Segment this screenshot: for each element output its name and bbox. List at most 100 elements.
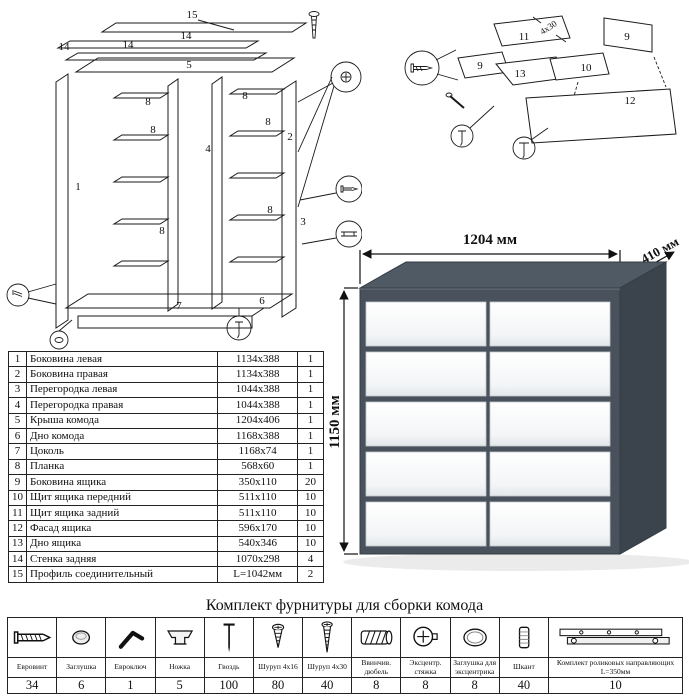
part-size: 1044x388: [217, 397, 299, 414]
drawer-exploded-diagram: 11 4x30 9 9 13 10 12: [404, 15, 677, 160]
leg-icon: [166, 630, 193, 645]
part-qty: 20: [297, 474, 324, 491]
part-number: 1: [8, 350, 27, 368]
nail-icon: [221, 623, 236, 654]
parts-table: 1 Боковина левая 1134x388 1 2 Боковина п…: [8, 350, 324, 583]
cam-lock-icon: [340, 71, 352, 83]
parts-table-row: 15 Профиль соединительный L=1042мм 2: [8, 566, 324, 583]
part-name: Перегородка левая: [25, 381, 219, 399]
screw-4x30-cell: [302, 617, 353, 658]
parts-table-row: 3 Перегородка левая 1044x388 1: [8, 381, 324, 399]
hardware-item-qty: 80: [252, 677, 304, 694]
drawer-callouts: [404, 16, 667, 160]
part-size: 1070x298: [217, 551, 299, 568]
part-name: Щит ящика задний: [25, 504, 219, 522]
hardware-item-qty: 6: [56, 677, 107, 694]
hardware-item-name: Ввинчив. дюбель: [351, 657, 402, 678]
part-label: 5: [186, 59, 192, 71]
cam-cover-cell: [449, 617, 500, 658]
cam-lock-icon: [413, 626, 439, 647]
drawer-front: [489, 351, 611, 397]
chest-side-panel: [619, 261, 667, 555]
hardware-item-name: Эксцентр. стяжка: [400, 657, 451, 678]
screw-4x30-icon: [321, 621, 333, 653]
hardware-kit-title: Комплект фурнитуры для сборки комода: [205, 597, 484, 614]
wood-dowel-cell: [498, 617, 550, 658]
parts-table-body: 1 Боковина левая 1134x388 1 2 Боковина п…: [8, 350, 324, 583]
hardware-item-name: Ножка: [154, 657, 205, 678]
part-label: 8: [267, 204, 273, 216]
part-name: Перегородка правая: [25, 397, 219, 414]
part-number: 11: [8, 504, 27, 522]
hardware-item-name: Евровинт: [6, 657, 58, 678]
part-size: 350x110: [217, 474, 299, 491]
part-size: 511x110: [217, 504, 299, 522]
drawer-fronts: [365, 301, 611, 547]
part-label: 2: [287, 131, 293, 143]
floor-shadow: [343, 553, 689, 571]
part-name: Планка: [25, 458, 219, 476]
part-number: 14: [8, 551, 27, 568]
part-qty: 10: [297, 535, 324, 553]
drawer-front: [365, 501, 487, 547]
part-label: 6: [259, 295, 265, 307]
height-dimension-label: 1150 мм: [328, 395, 343, 448]
screw-4x16-cell: [252, 617, 304, 658]
part-number: 2: [8, 366, 27, 383]
roller-guides-icon: [559, 628, 670, 645]
screw-icon: [235, 321, 243, 339]
part-name: Стенка задняя: [25, 551, 219, 568]
part-label: 15: [187, 9, 199, 21]
part-name: Боковина левая: [25, 350, 219, 368]
part-size: 540x346: [217, 535, 299, 553]
leg-cell: [154, 617, 205, 658]
parts-table-row: 4 Перегородка правая 1044x388 1: [8, 397, 324, 414]
part-label: 8: [150, 124, 156, 136]
roller-guides-cell: [548, 617, 683, 658]
part-name: Дно ящика: [25, 535, 219, 553]
plug-cell: [56, 617, 107, 658]
cam-cover-icon: [462, 628, 487, 647]
product-image: 1204 мм 410 мм 1150 мм: [328, 232, 689, 571]
part-qty: 1: [297, 443, 324, 460]
drawer-front: [365, 401, 487, 447]
hardware-item-qty: 5: [154, 677, 205, 694]
part-size: 1204x406: [217, 412, 299, 429]
drawer-front: [489, 501, 611, 547]
part-name: Боковина правая: [25, 366, 219, 383]
part-label: 14: [59, 41, 71, 53]
part-qty: 10: [297, 504, 324, 522]
part-qty: 1: [297, 350, 324, 368]
hardware-item-qty: 40: [498, 677, 550, 694]
part-label: 8: [242, 90, 248, 102]
hardware-item-name: Шкант: [498, 657, 550, 678]
part-name: Цоколь: [25, 443, 219, 460]
part-size: 511x110: [217, 489, 299, 506]
part-number: 15: [8, 566, 27, 583]
part-number: 8: [8, 458, 27, 476]
nail-icon: [519, 142, 529, 159]
carcass-line-art: [55, 19, 308, 329]
wood-dowel-icon: [518, 626, 530, 649]
drawer-front: [365, 301, 487, 347]
part-number: 13: [8, 535, 27, 553]
part-size: 1168x74: [217, 443, 299, 460]
part-name: Фасад ящика: [25, 520, 219, 537]
part-number: 7: [8, 443, 27, 460]
part-size: 1134x388: [217, 366, 299, 383]
parts-table-row: 1 Боковина левая 1134x388 1: [8, 350, 324, 368]
part-number: 4: [8, 397, 27, 414]
plug-icon: [72, 630, 91, 645]
hardware-item-qty: 100: [203, 677, 254, 694]
parts-table-row: 13 Дно ящика 540x346 10: [8, 535, 324, 553]
part-label: 9: [477, 60, 483, 72]
parts-table-row: 7 Цоколь 1168x74 1: [8, 443, 324, 460]
screw-icon: [12, 290, 23, 297]
part-label: 14: [123, 39, 135, 51]
parts-table-row: 11 Щит ящика задний 511x110 10: [8, 504, 324, 522]
part-qty: 1: [297, 381, 324, 399]
drawer-front: [365, 451, 487, 497]
